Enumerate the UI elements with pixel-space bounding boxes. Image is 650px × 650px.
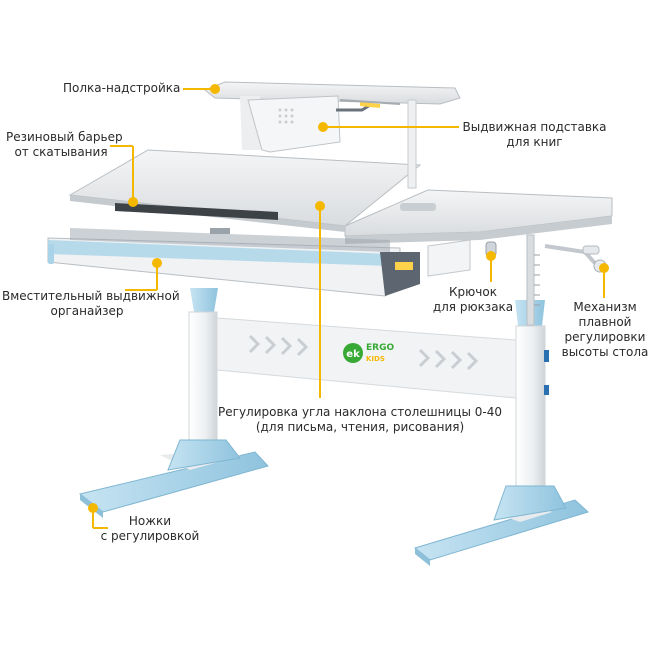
label-mechanism-line-1: Механизм — [573, 300, 637, 314]
label-legs-line-2: с регулировкой — [100, 529, 200, 543]
label-mechanism: Механизм плавной регулировки высоты стол… — [555, 300, 650, 360]
label-book-stand-line-1: Выдвижная подставка — [462, 120, 607, 134]
organizer-drawer — [47, 228, 420, 297]
label-book-stand: Выдвижная подставка для книг — [462, 120, 607, 150]
callout-tilt — [315, 201, 325, 398]
callout-shelf — [183, 84, 220, 94]
cross-panel — [216, 317, 517, 399]
logo-word-1: ERGO — [366, 343, 394, 353]
label-hook: Крючок для рюкзака — [417, 285, 529, 315]
label-barrier-line-2: от скатывания — [14, 145, 108, 159]
label-legs: Ножки с регулировкой — [100, 514, 200, 544]
label-tilt-line-2: (для письма, чтения, рисования) — [255, 420, 465, 434]
logo-mark: ek — [346, 349, 360, 360]
tilted-desktop — [68, 149, 422, 234]
label-shelf-line-1: Полка-надстройка — [63, 81, 181, 95]
label-hook-line-1: Крючок — [449, 285, 497, 299]
callout-legs — [88, 503, 108, 529]
callout-book-stand — [318, 122, 459, 132]
label-hook-line-2: для рюкзака — [432, 300, 514, 314]
ergokids-logo: ek ERGO KIDS — [343, 343, 394, 363]
label-mechanism-line-2: плавной — [578, 315, 632, 329]
side-box — [427, 239, 497, 277]
logo-word-2: KIDS — [366, 355, 385, 363]
label-legs-line-1: Ножки — [128, 514, 172, 528]
label-mechanism-line-4: высоты стола — [561, 345, 649, 359]
label-organizer: Вместительный выдвижной органайзер — [2, 289, 180, 319]
label-mechanism-line-3: регулировки — [564, 330, 646, 344]
label-book-stand-line-2: для книг — [506, 135, 563, 149]
left-leg — [167, 288, 241, 471]
label-barrier-line-1: Резиновый барьер — [6, 130, 123, 144]
callout-organizer — [125, 258, 162, 291]
label-organizer-line-2: органайзер — [50, 304, 124, 318]
label-tilt-line-1: Регулировка угла наклона столешницы 0-40 — [218, 405, 502, 419]
label-barrier: Резиновый барьер от скатывания — [6, 130, 123, 160]
callout-hook — [486, 251, 496, 282]
label-shelf: Полка-надстройка — [63, 81, 180, 96]
label-organizer-line-1: Вместительный выдвижной — [2, 289, 180, 303]
callout-mechanism — [599, 263, 609, 298]
label-tilt: Регулировка угла наклона столешницы 0-40… — [210, 405, 510, 435]
book-stand — [247, 95, 401, 153]
callout-barrier — [110, 145, 138, 207]
right-desktop — [344, 189, 613, 244]
callouts — [88, 84, 609, 529]
